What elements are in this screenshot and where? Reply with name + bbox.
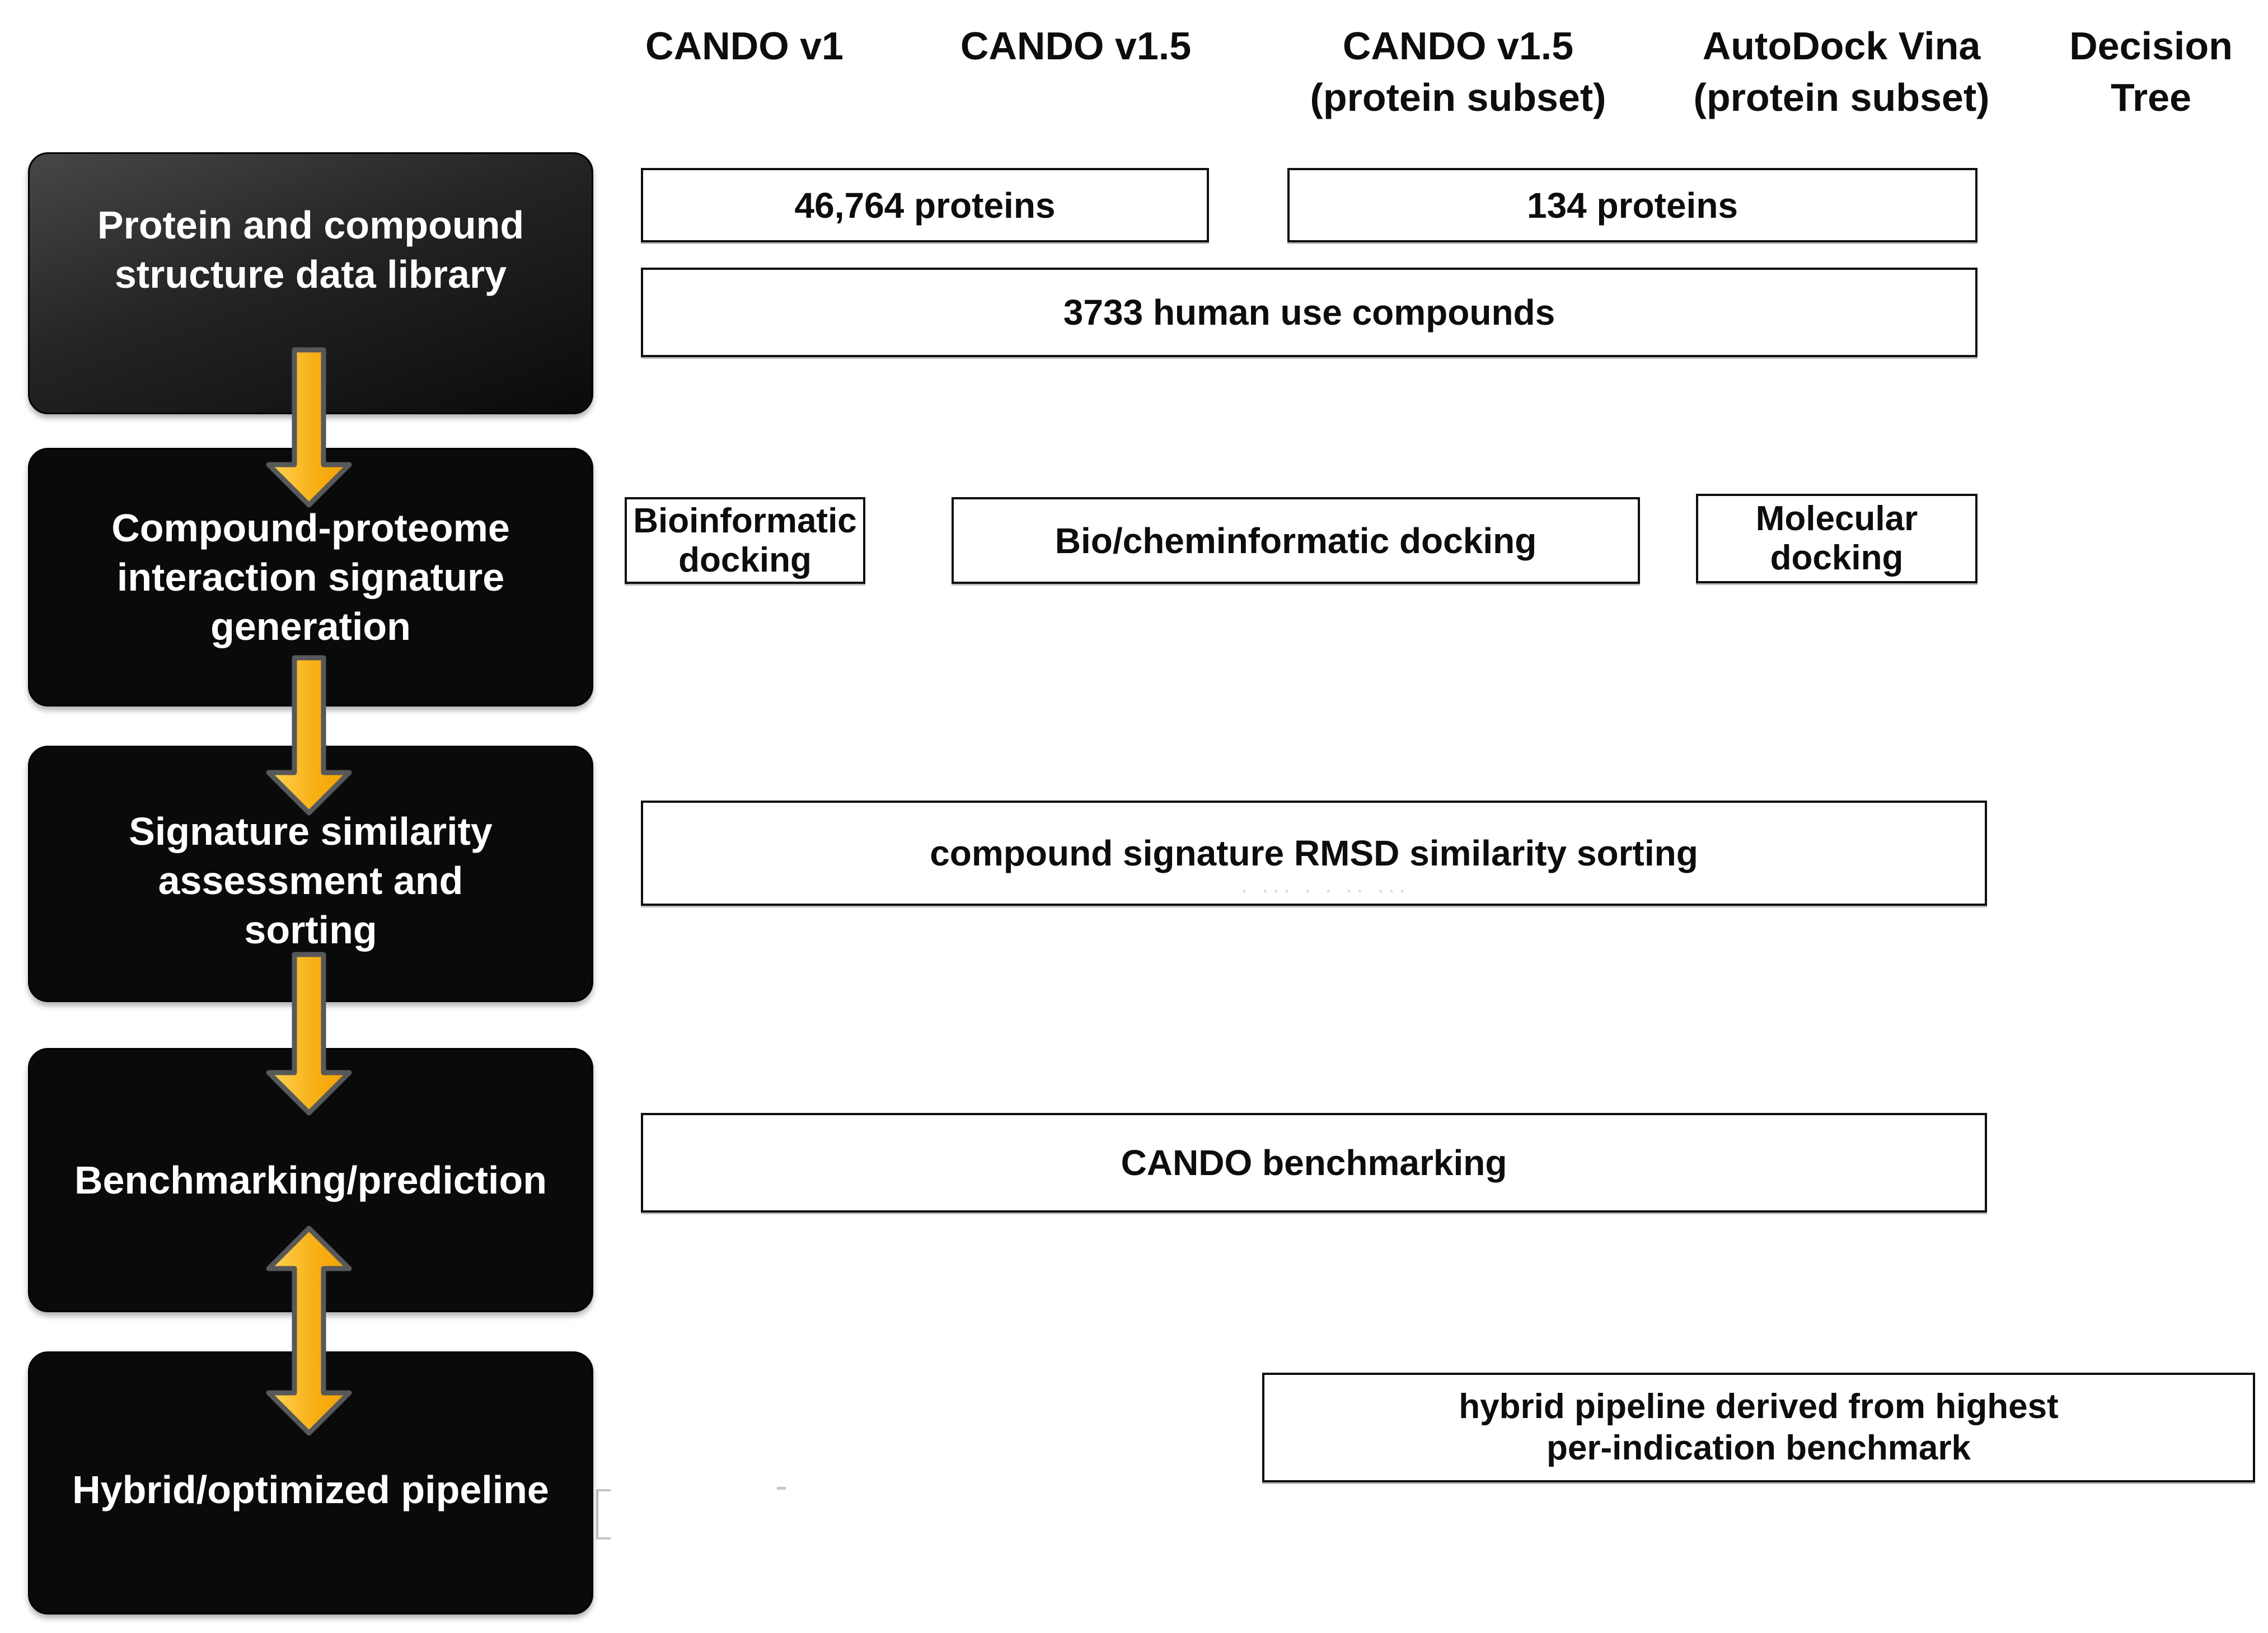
column-header-cando-v15-subset: CANDO v1.5 (protein subset) xyxy=(1245,20,1671,123)
faint-ghost-box-edge xyxy=(596,1489,611,1540)
step-label-line: Benchmarking/prediction xyxy=(74,1158,547,1202)
column-header-cando-v15: CANDO v1.5 xyxy=(863,20,1288,72)
step-label-line: Hybrid/optimized pipeline xyxy=(72,1468,549,1512)
column-header-autodock-vina: AutoDock Vina (protein subset) xyxy=(1629,20,2054,123)
step-signature-similarity-sorting: Signature similarity assessment and sort… xyxy=(28,746,593,1002)
step-interaction-signature-generation: Compound-proteome interaction signature … xyxy=(28,448,593,706)
step-label-line: Compound-proteome xyxy=(111,506,510,550)
box-molecular-docking: Molecular docking xyxy=(1696,494,1978,583)
box-label-line: Molecular xyxy=(1755,499,1918,538)
column-header-line: AutoDock Vina xyxy=(1702,24,1981,68)
box-rmsd-similarity-sorting: compound signature RMSD similarity sorti… xyxy=(641,801,1987,906)
box-134-proteins: 134 proteins xyxy=(1287,168,1978,242)
step-label-line: assessment and xyxy=(158,859,463,902)
box-hybrid-pipeline: hybrid pipeline derived from highest per… xyxy=(1262,1373,2255,1482)
box-label-line: hybrid pipeline derived from highest xyxy=(1459,1387,2059,1426)
box-label: 3733 human use compounds xyxy=(1063,292,1555,333)
column-header-line: CANDO v1 xyxy=(645,24,844,68)
column-header-line: (protein subset) xyxy=(1693,76,1990,119)
box-label: 134 proteins xyxy=(1526,185,1739,226)
step-label-line: sorting xyxy=(244,908,377,952)
column-header-line: Decision xyxy=(2069,24,2233,68)
box-label-line: docking xyxy=(1770,539,1904,577)
box-label-line: docking xyxy=(678,540,812,579)
faint-ghost-text: · ··· · · ·· ··· xyxy=(1242,882,1411,900)
box-label: 46,764 proteins xyxy=(794,185,1056,226)
column-header-line: CANDO v1.5 xyxy=(1342,24,1574,68)
box-bioinformatic-docking: Bioinformatic docking xyxy=(625,497,865,584)
box-label: compound signature RMSD similarity sorti… xyxy=(930,833,1698,873)
column-header-line: CANDO v1.5 xyxy=(960,24,1192,68)
step-benchmarking-prediction: Benchmarking/prediction xyxy=(28,1048,593,1312)
step-label-line: generation xyxy=(210,605,411,648)
step-label-line: interaction signature xyxy=(116,555,505,599)
box-label: CANDO benchmarking xyxy=(1121,1143,1507,1183)
step-label-line: Signature similarity xyxy=(129,810,493,853)
column-header-line: Tree xyxy=(2111,76,2191,119)
step-structure-data-library: Protein and compound structure data libr… xyxy=(28,152,593,414)
box-46764-proteins: 46,764 proteins xyxy=(641,168,1209,242)
faint-ghost-dash xyxy=(777,1487,786,1490)
box-label-line: Bioinformatic xyxy=(633,501,857,540)
box-cando-benchmarking: CANDO benchmarking xyxy=(641,1113,1987,1213)
step-label-line: structure data library xyxy=(114,252,507,296)
column-header-line: (protein subset) xyxy=(1310,76,1606,119)
step-hybrid-optimized-pipeline: Hybrid/optimized pipeline xyxy=(28,1351,593,1615)
box-label: Bio/cheminformatic docking xyxy=(1055,520,1537,561)
box-biocheminformatic-docking: Bio/cheminformatic docking xyxy=(952,497,1640,584)
column-header-cando-v1: CANDO v1 xyxy=(532,20,957,72)
box-label-line: per-indication benchmark xyxy=(1547,1429,1971,1467)
step-label-line: Protein and compound xyxy=(97,203,524,247)
box-3733-compounds: 3733 human use compounds xyxy=(641,268,1978,357)
